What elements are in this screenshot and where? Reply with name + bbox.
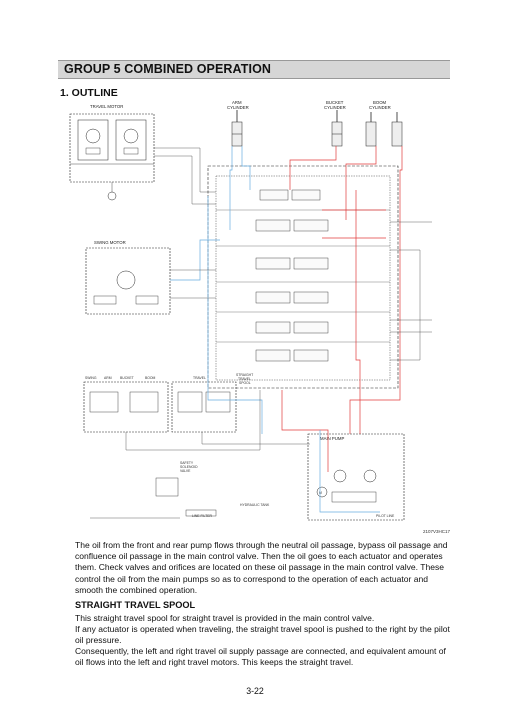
label-arm-cylinder: CYLINDER xyxy=(227,105,249,110)
motor-symbol: M xyxy=(319,491,322,495)
label-travel-motor: TRAVEL MOTOR xyxy=(90,104,123,109)
paragraph-actuator-operated: If any actuator is operated when traveli… xyxy=(75,624,450,646)
label-boom-cylinder: CYLINDER xyxy=(369,105,391,110)
figure-id: 2107V3HC17 xyxy=(422,529,450,534)
label-safety: SAFETY xyxy=(180,461,194,465)
label-boom: BOOM xyxy=(373,100,387,105)
label-spool: SPOOL xyxy=(239,381,251,385)
remote-control-valves: SWING ARM BUCKET BOOM TRAVEL xyxy=(83,376,237,433)
label-rcv-arm: ARM xyxy=(104,376,112,380)
main-control-valve: STRAIGHT TRAVEL SPOOL xyxy=(207,165,399,389)
label-rcv-swing: SWING xyxy=(85,376,97,380)
label-straight: STRAIGHT xyxy=(236,373,253,377)
label-rcv-boom: BOOM xyxy=(145,376,156,380)
label-swing-motor: SWING MOTOR xyxy=(94,240,126,245)
main-pump-block: M MAIN PUMP HYDRAULIC TANK LINE FILTER P… xyxy=(185,433,405,521)
safety-solenoid-valve: SAFETY SOLENOID VALVE xyxy=(155,461,198,497)
red-oil-lines xyxy=(281,146,403,472)
boom-cylinders: BOOM CYLINDER xyxy=(365,100,403,147)
paragraph-outline: The oil from the front and rear pump flo… xyxy=(75,540,448,595)
label-bucket-cylinder: CYLINDER xyxy=(324,105,346,110)
label-pilot-line: PILOT LINE xyxy=(376,514,395,518)
label-travel: TRAVEL xyxy=(238,377,251,381)
page-number: 3-22 xyxy=(246,686,264,696)
paragraph-consequently: Consequently, the left and right travel … xyxy=(75,646,446,668)
bucket-cylinder: BUCKET CYLINDER xyxy=(324,100,346,147)
label-main-pump: MAIN PUMP xyxy=(320,436,344,441)
paragraph-spool-provided: This straight travel spool for straight … xyxy=(75,613,375,623)
label-solenoid: SOLENOID xyxy=(180,465,198,469)
section-title: 1. OUTLINE xyxy=(60,87,118,99)
label-hydraulic-tank: HYDRAULIC TANK xyxy=(240,503,270,507)
label-rcv-bucket: BUCKET xyxy=(120,376,134,380)
hydraulic-circuit-diagram: TRAVEL MOTOR ARM CYLINDER BUCKET CYLINDE… xyxy=(69,100,432,521)
arm-cylinder: ARM CYLINDER xyxy=(227,100,249,147)
swing-motor-block: SWING MOTOR xyxy=(85,240,171,315)
label-arm: ARM xyxy=(232,100,242,105)
group-header-bar: GROUP 5 COMBINED OPERATION xyxy=(58,60,450,79)
label-rcv-travel: TRAVEL xyxy=(193,376,206,380)
subheading-straight-travel-spool: STRAIGHT TRAVEL SPOOL xyxy=(75,600,196,610)
travel-motor-block: TRAVEL MOTOR xyxy=(69,104,155,201)
pilot-lines xyxy=(90,147,432,519)
label-valve: VALVE xyxy=(180,469,191,473)
label-bucket: BUCKET xyxy=(326,100,344,105)
group-title: GROUP 5 COMBINED OPERATION xyxy=(64,62,272,76)
